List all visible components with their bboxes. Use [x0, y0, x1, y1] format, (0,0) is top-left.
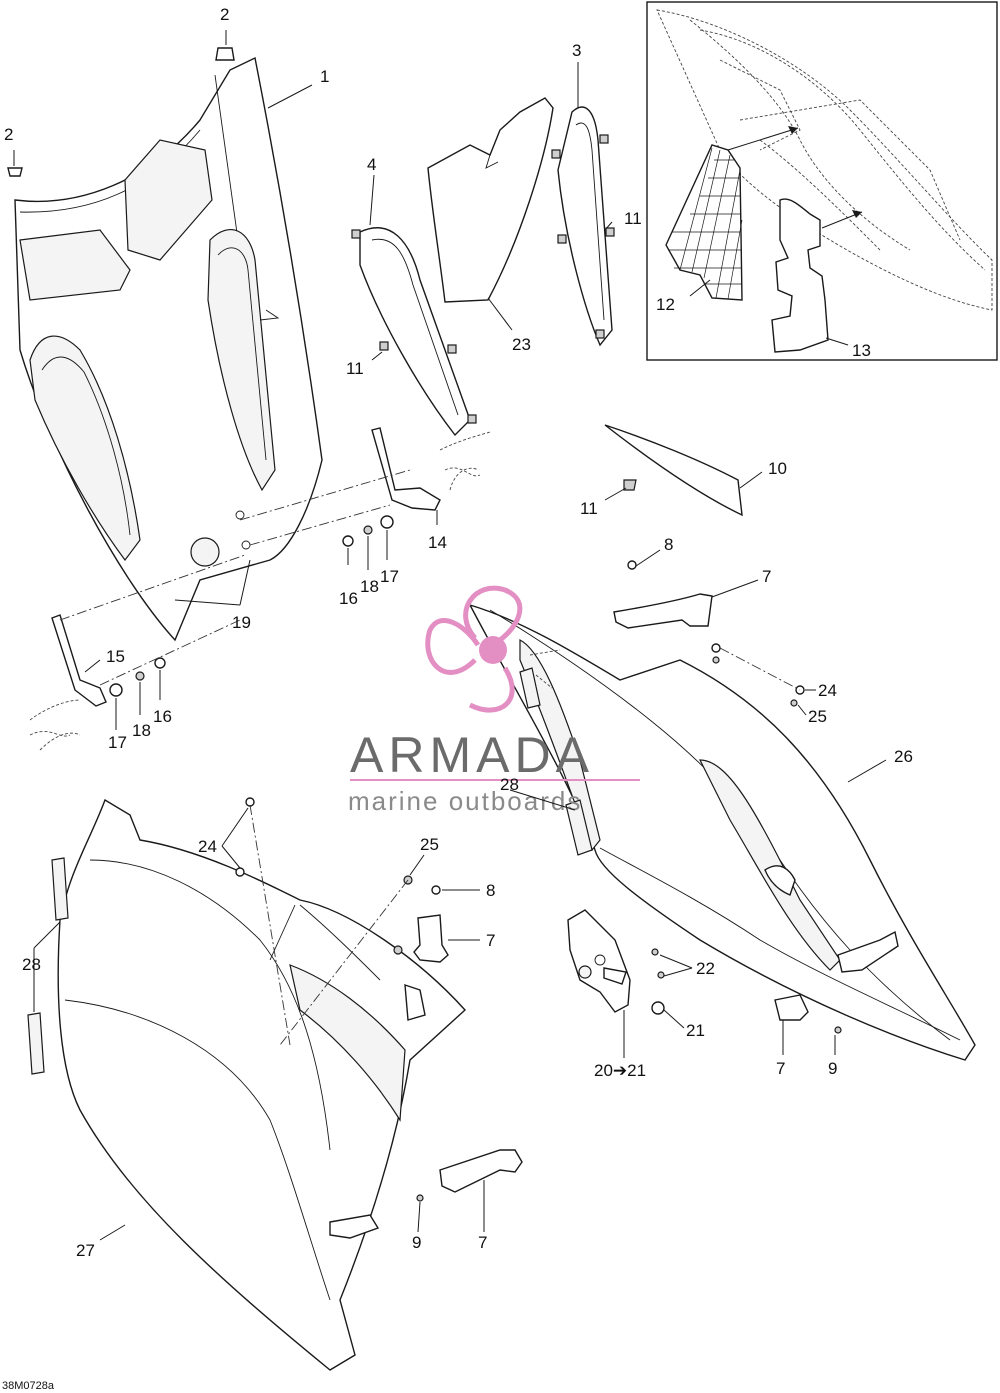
- handle-7-top: [613, 593, 713, 629]
- callout-2-top: 2: [220, 5, 229, 24]
- callout-28-left: 28: [22, 955, 41, 974]
- callout-28-right: 28: [500, 775, 519, 794]
- side-panel-27: [57, 798, 466, 1371]
- callout-22: 22: [696, 959, 715, 978]
- callout-25-left: 25: [420, 835, 439, 854]
- callout-17-lower: 17: [108, 733, 127, 752]
- callout-3: 3: [572, 41, 581, 60]
- callout-18-lower: 18: [132, 721, 151, 740]
- trim-strip-10: [604, 424, 743, 517]
- callout-7-bottom: 7: [478, 1233, 487, 1252]
- gasket-frame-3: [551, 106, 615, 347]
- side-panel-1: [14, 56, 323, 642]
- callout-25-right: 25: [808, 707, 827, 726]
- callout-13: 13: [852, 341, 871, 360]
- side-panel-26: [468, 603, 976, 1061]
- callout-27: 27: [76, 1241, 95, 1260]
- clip-2-left: [7, 167, 23, 177]
- clip-2-top: [215, 47, 235, 61]
- callout-labels: 1 2 2 3 4 7 7 7 7 8 8 9 9 10 11 11 11 12…: [4, 5, 913, 1260]
- handle-7-right-lower: [774, 994, 809, 1021]
- callout-21: 21: [686, 1021, 705, 1040]
- foam-panel-23: [427, 97, 554, 303]
- callout-7-mid: 7: [486, 931, 495, 950]
- strip-28-left-b: [27, 1012, 45, 1075]
- callout-17-upper: 17: [380, 567, 399, 586]
- clip-11-strip: [623, 479, 637, 491]
- callout-12: 12: [656, 295, 675, 314]
- callout-16-upper: 16: [339, 589, 358, 608]
- callout-14: 14: [428, 533, 447, 552]
- bracket-15: [29, 614, 166, 751]
- strip-28-left-a: [51, 857, 69, 921]
- bracket-14: [342, 427, 491, 547]
- callout-7-right: 7: [776, 1059, 785, 1078]
- callout-9-bottom: 9: [412, 1233, 421, 1252]
- centerline: [239, 469, 411, 521]
- callout-2-left: 2: [4, 125, 13, 144]
- callout-4: 4: [367, 155, 376, 174]
- watermark-brand: ARMADA: [350, 727, 594, 783]
- callout-16-lower: 16: [153, 707, 172, 726]
- callout-24-left: 24: [198, 837, 217, 856]
- callout-18-upper: 18: [360, 577, 379, 596]
- callout-9-right: 9: [828, 1059, 837, 1078]
- callout-7-top: 7: [762, 567, 771, 586]
- propeller-logo-icon: [425, 585, 523, 713]
- gasket-frame-4: [351, 227, 477, 437]
- screw-9-bottom: [416, 1194, 424, 1202]
- bracket-20: [567, 909, 665, 1015]
- brand-watermark: ARMADA marine outboards: [348, 585, 640, 816]
- callout-24-right: 24: [818, 681, 837, 700]
- callout-8-top: 8: [664, 535, 673, 554]
- screw-9-right: [834, 1026, 842, 1034]
- plug-8-left: [431, 885, 441, 895]
- foam-block-13: [771, 198, 829, 353]
- callout-15: 15: [106, 647, 125, 666]
- callout-20: 20➔21: [594, 1061, 646, 1080]
- drawing-code: 38M0728a: [2, 1380, 55, 1392]
- callout-1: 1: [320, 67, 329, 86]
- callout-8-mid: 8: [486, 881, 495, 900]
- leader-lines: [33, 62, 887, 1241]
- handle-7-left-mid: [413, 914, 449, 963]
- callout-19: 19: [232, 613, 251, 632]
- callout-11-strip: 11: [580, 499, 598, 518]
- callout-26: 26: [894, 747, 913, 766]
- strip-28-right-b: [565, 799, 593, 856]
- watermark-tagline: marine outboards: [348, 786, 582, 816]
- detail-inset: [646, 1, 998, 361]
- callout-11-right: 11: [624, 209, 642, 228]
- callout-11-left: 11: [346, 359, 364, 378]
- strip-28-right-a: [519, 667, 541, 709]
- handle-7-bottom: [439, 1149, 523, 1193]
- callout-10: 10: [768, 459, 787, 478]
- plug-8-top: [627, 560, 637, 570]
- callout-23: 23: [512, 335, 531, 354]
